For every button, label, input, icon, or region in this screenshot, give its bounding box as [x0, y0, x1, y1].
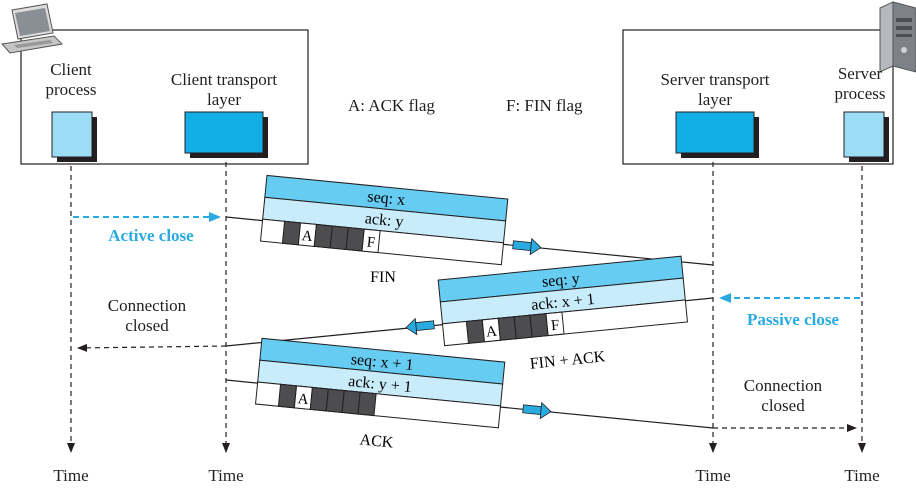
server-process-label-line2: process — [834, 84, 886, 103]
legend-fin-flag: F: FIN flag — [506, 96, 583, 115]
segment-ack-seq: seq: x + 1 — [350, 351, 414, 374]
passive-close-label: Passive close — [746, 310, 840, 329]
server-closed-line2: closed — [761, 396, 805, 415]
segment-ack: seq: x + 1 ack: y + 1 A — [254, 337, 506, 429]
client-transport-time-label: Time — [208, 466, 244, 485]
segment-fin-seq: seq: x — [367, 188, 406, 209]
active-close-label: Active close — [108, 226, 194, 245]
segment-ack-direction-arrow — [522, 401, 552, 420]
client-process-label: Client process — [28, 60, 114, 100]
segment-fin-flags: A F — [281, 220, 381, 254]
client-transport-block — [184, 111, 268, 158]
server-transport-label-line2: layer — [698, 90, 732, 109]
segment-finack: seq: y ack: x + 1 A F — [437, 255, 689, 347]
client-closed-arrow — [77, 343, 227, 352]
server-transport-label-line1: Server transport — [660, 70, 770, 89]
flag-a: A — [301, 228, 314, 245]
flag-a: A — [485, 324, 498, 341]
client-connection-closed-label: Connection closed — [92, 296, 202, 336]
server-closed-line1: Connection — [743, 376, 823, 395]
flag-a: A — [297, 391, 310, 408]
flag-f: F — [550, 317, 560, 334]
client-process-block — [51, 111, 97, 162]
segment-fin-direction-arrow — [512, 237, 542, 256]
client-transport-label: Client transport layer — [148, 70, 300, 110]
legend-ack-flag: A: ACK flag — [348, 96, 435, 115]
server-connection-closed-label: Connection closed — [728, 376, 838, 416]
segment-ack-caption: ACK — [359, 431, 395, 451]
server-transport-time-label: Time — [695, 466, 731, 485]
server-process-time-label: Time — [844, 466, 880, 485]
segment-fin-caption: FIN — [370, 269, 396, 286]
segment-finack-seq: seq: y — [541, 270, 580, 291]
client-closed-line2: closed — [125, 316, 169, 335]
server-tower-icon — [879, 1, 916, 73]
segment-finack-flags: A F — [465, 311, 565, 344]
server-transport-label: Server transport layer — [640, 70, 790, 110]
segment-ack-flags: A — [277, 383, 377, 417]
segment-finack-direction-arrow — [405, 317, 435, 336]
client-transport-label-line2: layer — [207, 90, 241, 109]
client-transport-label-line1: Client transport — [170, 70, 278, 89]
client-process-label-line1: Client — [50, 60, 92, 79]
client-process-time-label: Time — [53, 466, 89, 485]
server-process-label: Server process — [820, 64, 900, 104]
segment-fin: seq: x ack: y A F — [259, 174, 509, 266]
segment-finack-caption: FIN + ACK — [529, 348, 606, 372]
client-process-label-line2: process — [45, 80, 97, 99]
client-closed-line1: Connection — [107, 296, 187, 315]
segment-fin-ack: ack: y — [364, 210, 404, 231]
flag-f: F — [366, 235, 376, 252]
server-process-label-line1: Server — [837, 64, 883, 83]
server-transport-block — [675, 111, 759, 158]
segment-finack-ack: ack: x + 1 — [530, 291, 595, 314]
server-process-block — [843, 111, 889, 162]
segment-ack-ack: ack: y + 1 — [348, 373, 413, 396]
laptop-icon — [1, 3, 64, 54]
